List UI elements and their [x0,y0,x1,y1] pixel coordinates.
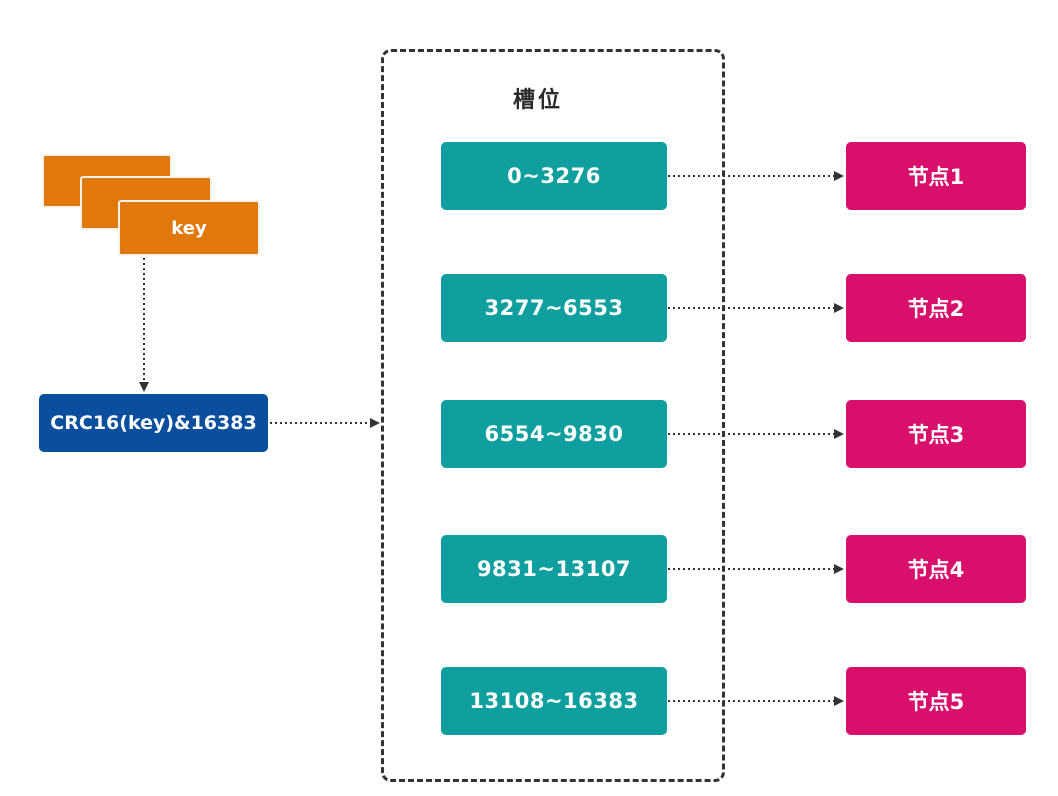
slot-range-4: 9831~13107 [441,535,667,603]
hash-function-box: CRC16(key)&16383 [39,394,268,452]
slot-range-5: 13108~16383 [441,667,667,735]
slot-range-2: 3277~6553 [441,274,667,342]
hash-function-label: CRC16(key)&16383 [50,412,257,434]
node-label: 节点5 [907,690,965,714]
node-label: 节点3 [907,423,965,447]
node-label: 节点4 [907,558,965,582]
node-2: 节点2 [846,274,1026,342]
node-label: 节点1 [907,165,965,189]
slot-range-label: 13108~16383 [469,689,639,713]
slot-range-label: 6554~9830 [484,422,624,446]
node-5: 节点5 [846,667,1026,735]
slot-group-frame [381,49,725,782]
slot-range-label: 3277~6553 [484,296,624,320]
node-1: 节点1 [846,142,1026,210]
node-label: 节点2 [907,297,965,321]
node-3: 节点3 [846,400,1026,468]
slot-range-label: 0~3276 [507,164,601,188]
key-card-front: key [118,200,260,256]
key-label: key [171,217,207,239]
slot-range-1: 0~3276 [441,142,667,210]
slot-group-title: 槽位 [513,88,564,113]
node-4: 节点4 [846,535,1026,603]
slot-range-3: 6554~9830 [441,400,667,468]
slot-range-label: 9831~13107 [476,557,632,581]
